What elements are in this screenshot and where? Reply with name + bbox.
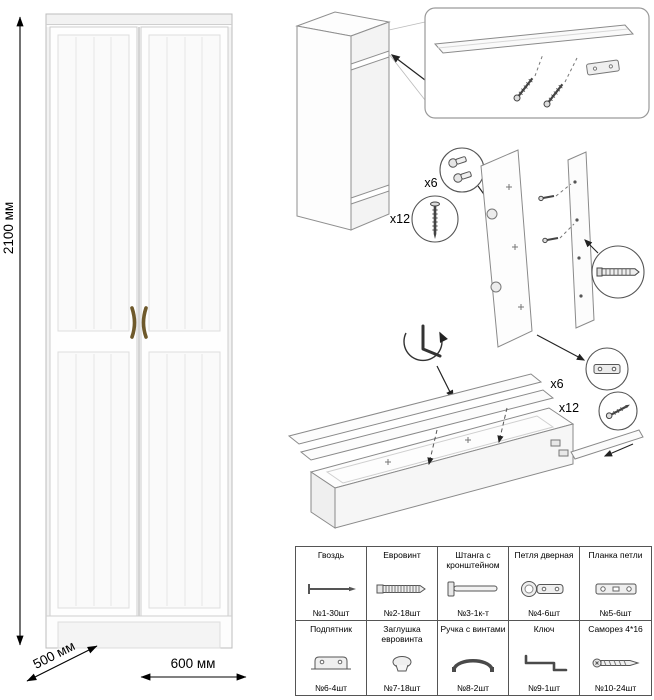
- part-cell-euroscrew: Евровинт №2-18шт: [367, 547, 438, 621]
- hinge-count-label: x6: [424, 176, 437, 190]
- key-icon: [516, 643, 572, 683]
- width-dimension: 600 мм: [140, 656, 247, 681]
- rod-with-bracket-icon: [445, 570, 501, 608]
- part-name: Штанга с кронштейном: [446, 550, 500, 571]
- wardrobe-drawing: [45, 13, 233, 649]
- nail-icon: [303, 569, 359, 608]
- part-cell-handle: Ручка с винтами №8-2шт: [438, 621, 509, 695]
- key-tightening-step: [403, 324, 454, 400]
- hinge-plate-callout: x6: [536, 334, 629, 391]
- part-qty: №3-1к-т: [457, 608, 489, 618]
- screw-glyph: [542, 237, 559, 244]
- part-qty: №9-1шт: [527, 683, 561, 693]
- detail-arrow: [390, 54, 426, 81]
- part-name: Гвоздь: [317, 550, 345, 560]
- part-cell-footplate: Подпятник №6-4шт: [296, 621, 367, 695]
- plinth: [57, 621, 221, 649]
- hinge-callout: x6: [424, 147, 492, 206]
- part-qty: №6-4шт: [314, 683, 348, 693]
- euroscrew-cap-icon: [374, 644, 430, 683]
- hinge-plate-icon: [588, 569, 644, 608]
- self-tapping-screw-icon: [588, 643, 644, 683]
- part-name: Петля дверная: [514, 550, 574, 560]
- screw-glyph: [513, 77, 534, 102]
- part-name: Саморез 4*16: [588, 624, 643, 634]
- screw-count-label-top: x12: [390, 212, 410, 226]
- part-qty: №7-18шт: [383, 683, 421, 693]
- euroscrew-icon: [374, 569, 430, 608]
- part-name: Ключ: [533, 624, 555, 634]
- part-qty: №1-30шт: [312, 608, 350, 618]
- part-cell-hinge: Петля дверная №4-6шт: [509, 547, 580, 621]
- door-handles: [130, 306, 148, 339]
- door-hinge-icon: [516, 569, 572, 608]
- part-cell-rod: Штанга с кронштейном №3-1к-т: [438, 547, 509, 621]
- handle-icon: [445, 643, 501, 683]
- width-label: 600 мм: [171, 656, 216, 671]
- part-cell-cap: Заглушка евровинта №7-18шт: [367, 621, 438, 695]
- trim-strip-step: [570, 429, 644, 460]
- part-name: Евровинт: [383, 550, 421, 560]
- screw-count-label-bottom: x12: [559, 401, 579, 415]
- part-cell-screw: Саморез 4*16 №10-24шт: [580, 621, 651, 695]
- hardware-detail-box: [424, 7, 650, 119]
- plate-count-label: x6: [550, 377, 563, 391]
- part-qty: №4-6шт: [527, 608, 561, 618]
- screw-glyph: [538, 195, 555, 202]
- part-qty: №2-18шт: [383, 608, 421, 618]
- parts-table: Гвоздь №1-30шт Евровинт №2-18шт: [295, 546, 652, 696]
- screw-callout-top: x12: [390, 195, 459, 243]
- hinge-glyph: [453, 171, 472, 183]
- part-qty: №5-6шт: [599, 608, 632, 618]
- base-assembly-step: [287, 373, 575, 529]
- assembly-diagram: x6 x12: [287, 7, 650, 529]
- euroscrew-callout: [584, 239, 645, 299]
- part-cell-nail: Гвоздь №1-30шт: [296, 547, 367, 621]
- carcass-step: [295, 11, 391, 231]
- wardrobe-view: 2100 мм 500 мм 600 мм: [1, 13, 247, 682]
- part-qty: №8-2шт: [456, 683, 490, 693]
- detail-callout-lines: [388, 21, 426, 101]
- part-name: Подпятник: [310, 624, 352, 634]
- rail-bracket: [586, 59, 620, 76]
- part-name: Планка петли: [588, 550, 643, 560]
- height-dimension: 2100 мм: [1, 16, 24, 646]
- side-panel-step: [538, 151, 595, 329]
- part-cell-key: Ключ №9-1шт: [509, 621, 580, 695]
- door-grooves: [75, 37, 203, 606]
- part-cell-hinge-plate: Планка петли №5-6шт: [580, 547, 651, 621]
- part-qty: №10-24шт: [594, 683, 637, 693]
- screw-glyph: [543, 83, 564, 108]
- screw-callout-bottom: x12: [559, 391, 638, 431]
- door-panel-step: [480, 149, 533, 348]
- part-name: Ручка с винтами: [440, 624, 506, 634]
- hinge-glyph: [448, 156, 467, 168]
- screw-glyph: [605, 404, 630, 419]
- height-label: 2100 мм: [1, 202, 16, 254]
- footplate-icon: [303, 643, 359, 683]
- part-name: Заглушка евровинта: [381, 624, 423, 645]
